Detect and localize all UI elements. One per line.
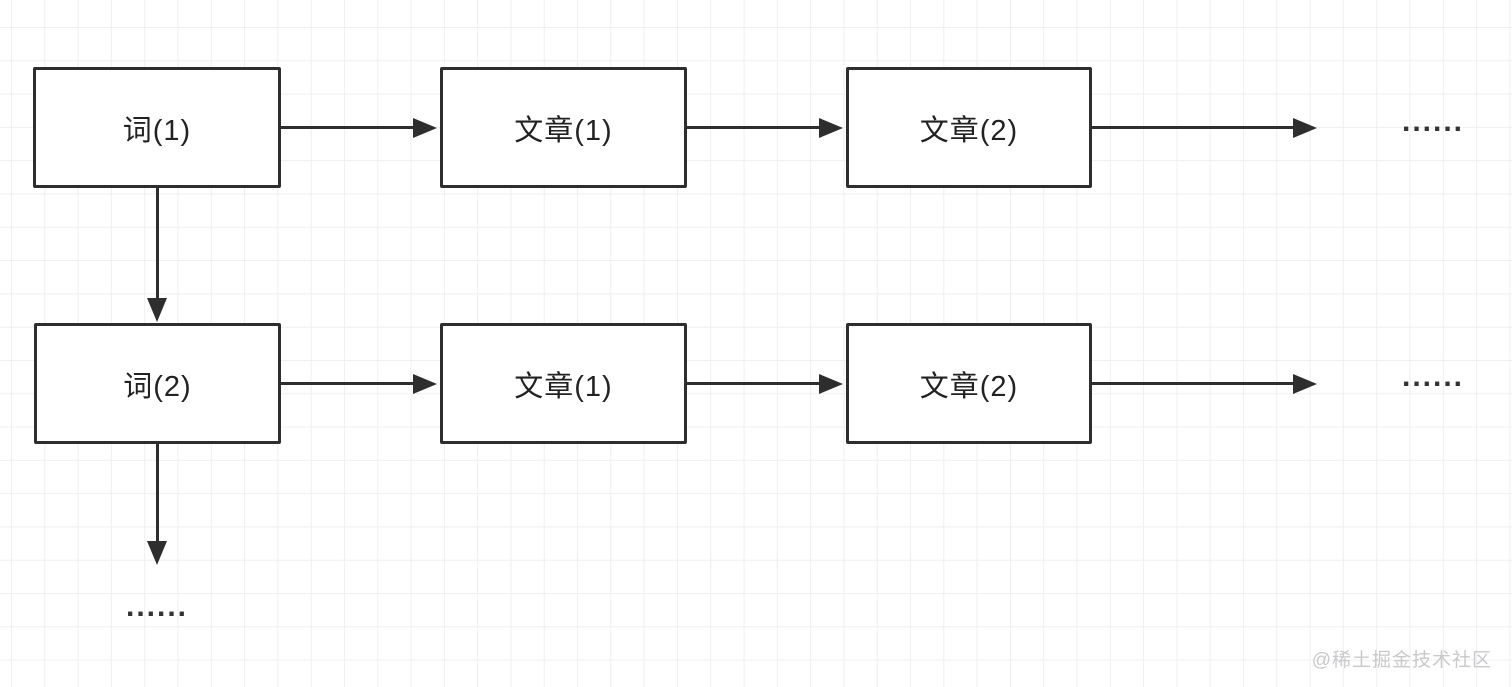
arrow-article2-to-ellipsis-row2-shaft xyxy=(1092,382,1294,385)
arrow-article1-to-article2-row1-shaft xyxy=(687,126,820,129)
node-article-1-row2[interactable]: 文章(1) xyxy=(440,323,687,444)
node-article-1-row1-label: 文章(1) xyxy=(514,114,613,147)
node-article-2-row1[interactable]: 文章(2) xyxy=(846,67,1092,188)
arrow-word2-to-article1-shaft xyxy=(281,382,417,385)
arrow-word1-to-article1-head-icon xyxy=(413,118,437,138)
arrow-word2-to-article1-head-icon xyxy=(413,374,437,394)
ellipsis-bottom: ...... xyxy=(125,590,188,623)
node-word-2-label: 词(2) xyxy=(123,370,192,403)
arrow-word1-to-article1-shaft xyxy=(281,126,417,129)
arrow-article2-to-ellipsis-row2-head-icon xyxy=(1293,374,1317,394)
arrow-word1-to-word2-shaft xyxy=(156,188,159,300)
node-article-2-row2-label: 文章(2) xyxy=(919,370,1019,403)
arrow-article2-to-ellipsis-row1-head-icon xyxy=(1293,118,1317,138)
arrow-article1-to-article2-row1-head-icon xyxy=(819,118,843,138)
arrow-article2-to-ellipsis-row1-shaft xyxy=(1092,126,1294,129)
arrow-article1-to-article2-row2-head-icon xyxy=(819,374,843,394)
arrow-word2-to-ellipsis-shaft xyxy=(156,444,159,543)
arrow-word2-to-ellipsis-head-icon xyxy=(147,541,167,565)
arrow-word1-to-word2-head-icon xyxy=(147,298,167,322)
node-word-1[interactable]: 词(1) xyxy=(33,67,281,188)
node-article-1-row2-label: 文章(1) xyxy=(514,370,613,403)
ellipsis-row2: ...... xyxy=(1401,360,1464,393)
node-article-2-row2[interactable]: 文章(2) xyxy=(846,323,1092,444)
watermark: @稀土掘金技术社区 xyxy=(1311,650,1492,671)
node-word-1-label: 词(1) xyxy=(122,114,192,147)
node-article-1-row1[interactable]: 文章(1) xyxy=(440,67,687,188)
node-word-2[interactable]: 词(2) xyxy=(34,323,281,444)
arrow-article1-to-article2-row2-shaft xyxy=(687,382,820,385)
node-article-2-row1-label: 文章(2) xyxy=(919,114,1019,147)
ellipsis-row1: ...... xyxy=(1401,105,1464,138)
